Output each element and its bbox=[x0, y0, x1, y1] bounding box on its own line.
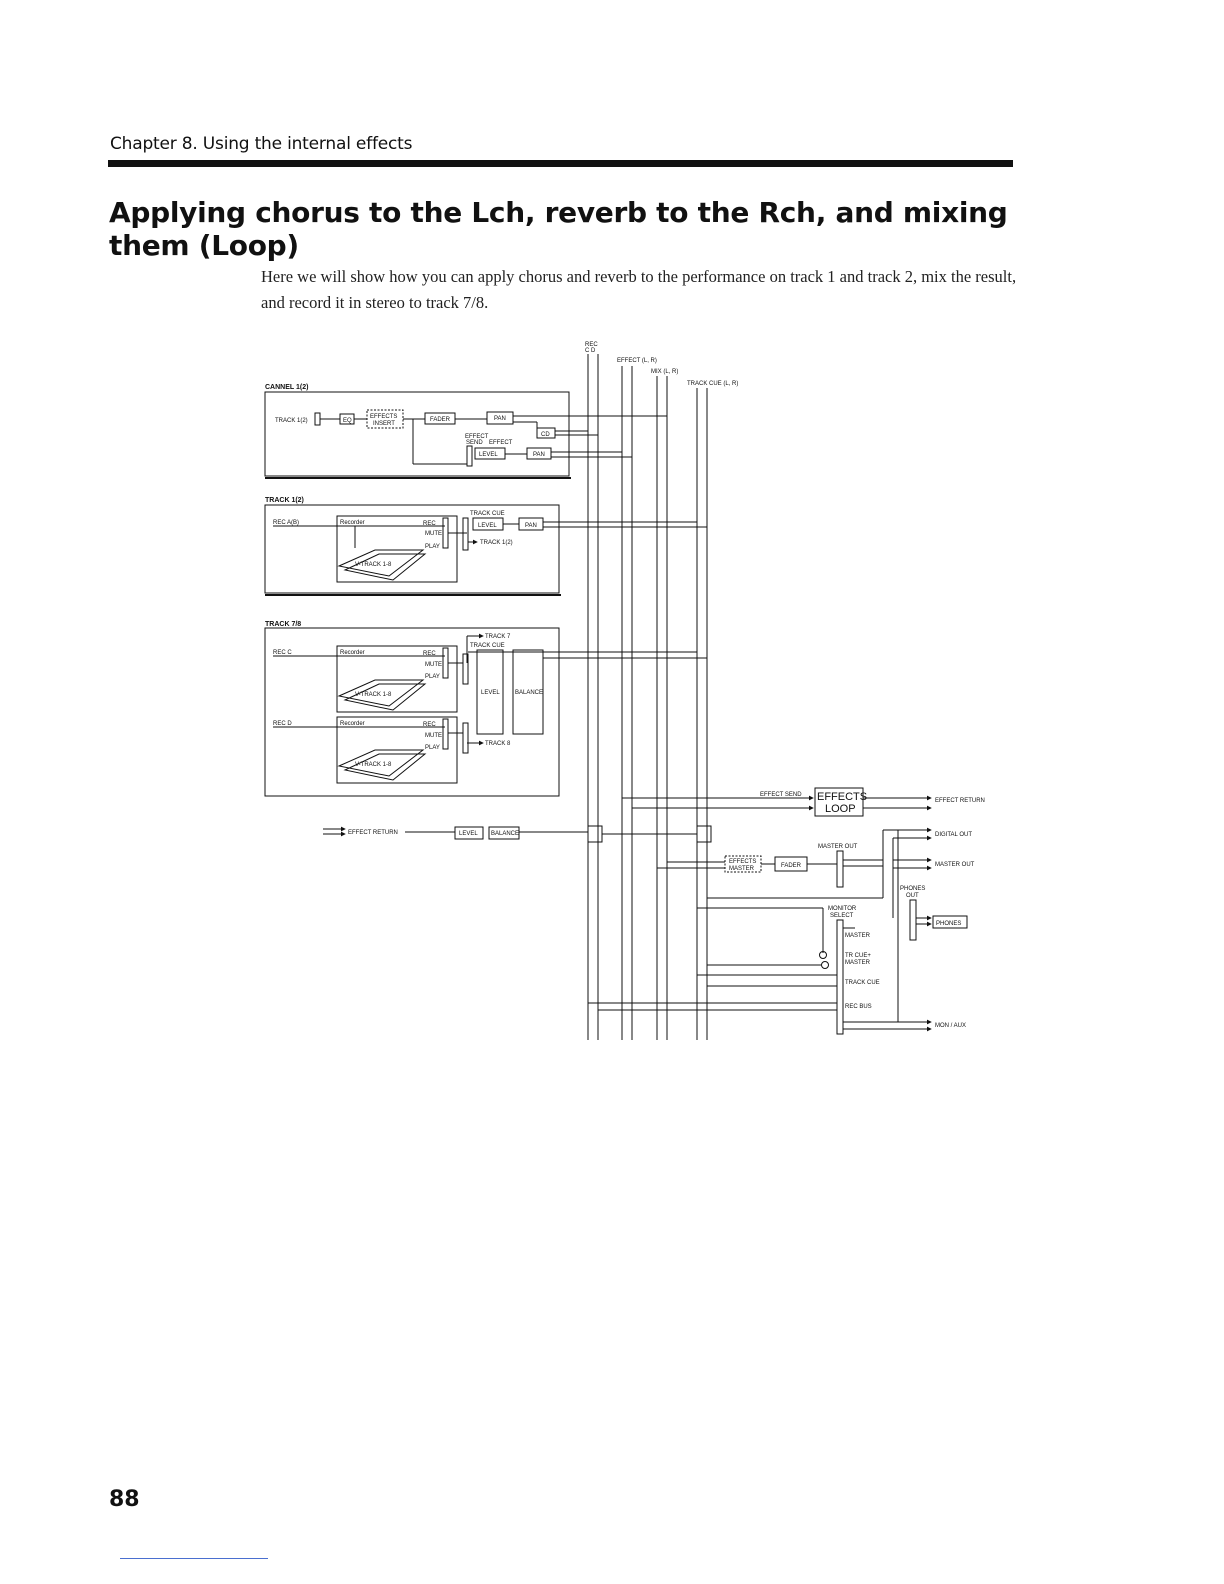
diagram-label: TRACK 8 bbox=[485, 741, 511, 747]
diagram-label: TRACK 1(2) bbox=[480, 540, 513, 546]
diagram-label: MASTER bbox=[845, 960, 871, 966]
diagram-label: REC A(B) bbox=[273, 520, 299, 526]
diagram-label: MASTER bbox=[729, 866, 755, 872]
diagram-label: TRACK CUE bbox=[845, 980, 880, 986]
diagram-label: LOOP bbox=[825, 803, 856, 815]
diagram-label: EFFECTS bbox=[817, 791, 867, 803]
bus-lines bbox=[587, 354, 708, 1040]
channel-title: CANNEL 1(2) bbox=[265, 384, 308, 391]
phones-box bbox=[932, 915, 968, 929]
diagram-label: REC bbox=[423, 521, 436, 527]
diagram-label: V-TRACK 1-8 bbox=[355, 562, 392, 568]
monitor-select-box bbox=[836, 919, 844, 1035]
diagram-label: BALANCE bbox=[515, 690, 543, 696]
diagram-label: EFFECT SEND bbox=[760, 792, 802, 798]
diagram-label: TRACK CUE bbox=[470, 643, 505, 649]
diagram-label: PHONES bbox=[936, 921, 961, 927]
track12-box bbox=[264, 504, 560, 594]
intro-paragraph: Here we will show how you can apply chor… bbox=[261, 267, 1017, 312]
diagram-label: CD bbox=[541, 432, 550, 438]
diagram-label: MONITOR bbox=[828, 906, 857, 912]
diagram-label: V-TRACK 1-8 bbox=[355, 692, 392, 698]
diagram-label: EFFECTS bbox=[370, 414, 397, 420]
chapter-header: Chapter 8. Using the internal effects bbox=[110, 134, 413, 154]
diagram-label: PLAY bbox=[425, 745, 440, 751]
diagram-label: PHONES bbox=[900, 886, 925, 892]
diagram-label: REC BUS bbox=[845, 1004, 872, 1010]
diagram-label: EFFECT bbox=[465, 434, 489, 440]
diagram-label: EFFECT RETURN bbox=[935, 798, 985, 804]
diagram-label: PAN bbox=[533, 452, 545, 458]
recorder-box-1 bbox=[336, 515, 458, 583]
diagram-label: OUT bbox=[906, 893, 919, 899]
diagram-label: SEND bbox=[466, 440, 483, 446]
page-number: 88 bbox=[109, 1487, 140, 1512]
diagram-label: MUTE bbox=[425, 733, 442, 739]
recorder-box-d bbox=[336, 716, 458, 784]
bus-rec-label: REC bbox=[585, 342, 598, 348]
diagram-label: MASTER OUT bbox=[935, 862, 975, 868]
diagram-label: SELECT bbox=[830, 913, 854, 919]
diagram-label: EFFECT RETURN bbox=[348, 830, 398, 836]
balance-box-return bbox=[488, 826, 520, 840]
signal-flow-diagram: REC C D EFFECT (L, R) MIX (L, R) TRACK C… bbox=[255, 338, 995, 1048]
recorder-box-c bbox=[336, 645, 458, 713]
footer-line bbox=[120, 1558, 268, 1559]
diagram-label: DIGITAL OUT bbox=[935, 832, 972, 838]
level-box-tr78 bbox=[476, 649, 504, 735]
pan-box bbox=[486, 411, 514, 425]
diagram-label: LEVEL bbox=[459, 831, 478, 837]
diagram-label: LEVEL bbox=[481, 690, 500, 696]
diagram-label: FADER bbox=[781, 863, 802, 869]
diagram-label: PLAY bbox=[425, 544, 440, 550]
diagram-label: PAN bbox=[525, 523, 537, 529]
diagram-label: Recorder bbox=[340, 650, 365, 656]
diagram-label: TR CUE+ bbox=[845, 953, 871, 959]
diagram-label: TRACK CUE bbox=[470, 511, 505, 517]
diagram-label: V-TRACK 1-8 bbox=[355, 762, 392, 768]
diagram-label: MASTER OUT bbox=[818, 844, 858, 850]
section-heading: Applying chorus to the Lch, reverb to th… bbox=[109, 196, 1008, 262]
channel-box bbox=[264, 391, 570, 477]
channel-track-label: TRACK 1(2) bbox=[275, 418, 308, 424]
diagram-label: MUTE bbox=[425, 662, 442, 668]
effects-insert-box bbox=[366, 409, 404, 429]
diagram-label: PAN bbox=[494, 416, 506, 422]
track78-title: TRACK 7/8 bbox=[265, 621, 301, 628]
track12-title: TRACK 1(2) bbox=[265, 497, 304, 504]
diagram-label: LEVEL bbox=[478, 523, 497, 529]
pan-box-tr12 bbox=[518, 517, 544, 531]
vtrack-stack-1 bbox=[337, 549, 425, 577]
diagram-label: EFFECTS bbox=[729, 859, 756, 865]
diagram-label: MON / AUX bbox=[935, 1023, 966, 1029]
diagram-label: REC D bbox=[273, 721, 292, 727]
diagram-label: MASTER bbox=[845, 933, 871, 939]
bus-mix-label: MIX (L, R) bbox=[651, 369, 678, 375]
diagram-label: EFFECT bbox=[489, 440, 513, 446]
eq-label: EQ bbox=[343, 418, 352, 424]
bus-effect-label: EFFECT (L, R) bbox=[617, 358, 657, 364]
balance-box-tr78 bbox=[512, 649, 544, 735]
bus-trackcue-label: TRACK CUE (L, R) bbox=[687, 381, 738, 387]
diagram-label: MUTE bbox=[425, 531, 442, 537]
bus-cd-label: C D bbox=[585, 348, 596, 354]
diagram-label: REC C bbox=[273, 650, 292, 656]
header-rule bbox=[108, 160, 1013, 167]
pan-box-send bbox=[526, 447, 552, 460]
diagram-label: Recorder bbox=[340, 520, 365, 526]
diagram-label: REC bbox=[423, 722, 436, 728]
effects-loop-box bbox=[814, 787, 864, 817]
diagram-label: BALANCE bbox=[491, 831, 519, 837]
cd-box bbox=[536, 427, 556, 439]
diagram-label: PLAY bbox=[425, 674, 440, 680]
diagram-label: TRACK 7 bbox=[485, 634, 511, 640]
diagram-label: INSERT bbox=[373, 421, 395, 427]
level-box-return bbox=[454, 826, 484, 840]
diagram-label: FADER bbox=[430, 417, 451, 423]
track78-box bbox=[264, 627, 560, 797]
diagram-label: REC bbox=[423, 651, 436, 657]
diagram-label: Recorder bbox=[340, 721, 365, 727]
diagram-label: LEVEL bbox=[479, 452, 498, 458]
